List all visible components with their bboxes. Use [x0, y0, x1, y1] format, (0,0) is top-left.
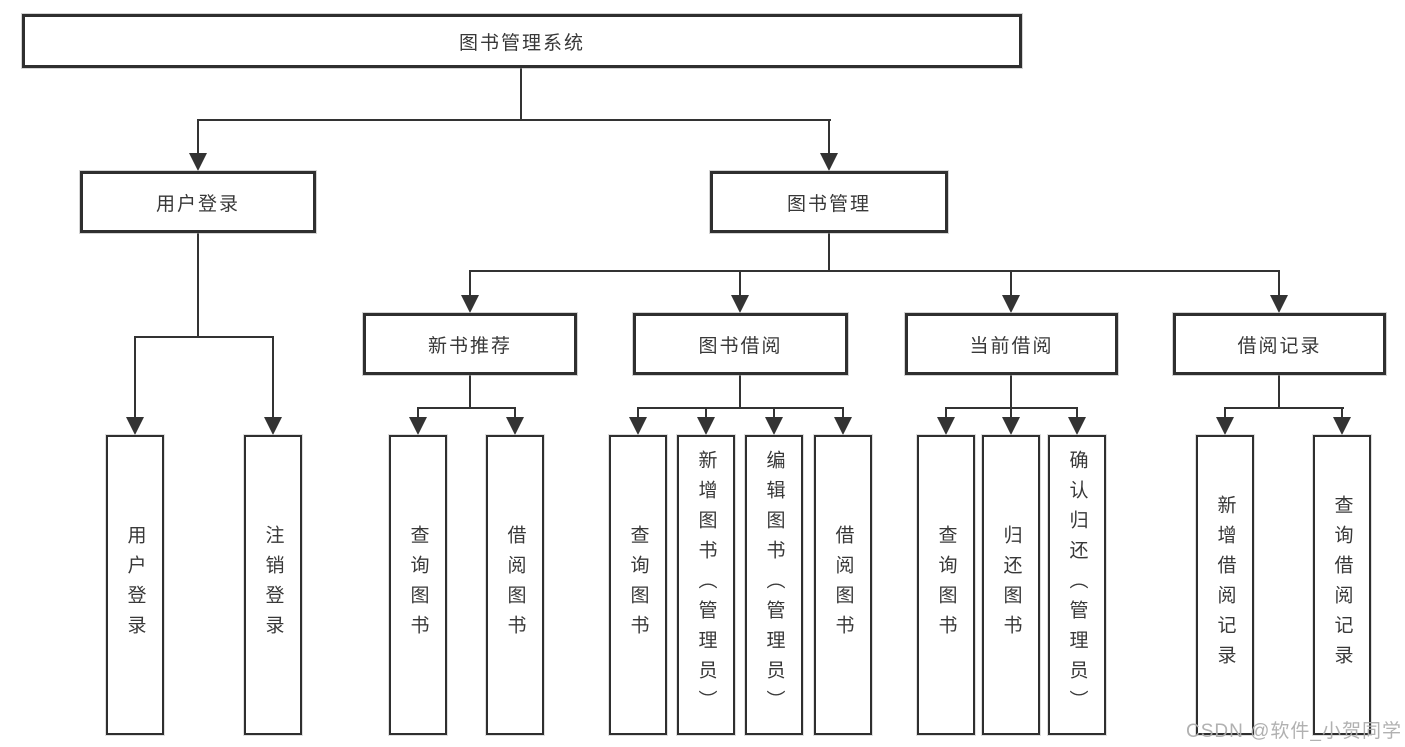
connector — [1010, 375, 1012, 408]
arrowhead-down-icon — [461, 295, 479, 313]
node-label: 图书借阅 — [698, 335, 783, 357]
arrowhead-down-icon — [409, 417, 427, 435]
connector — [197, 119, 199, 157]
connector — [197, 119, 831, 121]
node-return-books: 归还图书 — [982, 435, 1040, 735]
node-label: 注销登录 — [262, 525, 284, 645]
node-label: 当前借阅 — [969, 335, 1054, 357]
node-label: 归还图书 — [1000, 525, 1022, 645]
arrowhead-down-icon — [1333, 417, 1351, 435]
connector — [1010, 407, 1012, 421]
connector — [828, 119, 830, 157]
node-query-borrow-record: 查询借阅记录 — [1313, 435, 1371, 735]
node-label: 借阅记录 — [1237, 335, 1322, 357]
connector — [197, 233, 199, 337]
node-label: 图书管理 — [786, 193, 871, 215]
node-label: 借阅图书 — [832, 525, 854, 645]
connector — [637, 407, 639, 421]
connector — [520, 68, 522, 120]
connector — [828, 233, 830, 271]
node-label: 用户登录 — [155, 193, 240, 215]
arrowhead-down-icon — [820, 153, 838, 171]
arrowhead-down-icon — [1270, 295, 1288, 313]
connector — [1224, 407, 1344, 409]
node-borrow-books-borrowing: 借阅图书 — [814, 435, 872, 735]
connector — [842, 407, 844, 421]
connector — [773, 407, 775, 421]
csdn-watermark: CSDN @软件_小贺同学 — [1186, 721, 1402, 742]
connector — [1278, 270, 1280, 298]
node-label: 查询图书 — [627, 525, 649, 645]
node-borrow-books-recommend: 借阅图书 — [486, 435, 544, 735]
arrowhead-down-icon — [1002, 295, 1020, 313]
node-add-book-admin: 新增图书（管理员） — [677, 435, 735, 735]
node-label: 确认归还（管理员） — [1066, 450, 1088, 720]
node-library-management-system: 图书管理系统 — [22, 14, 1022, 68]
arrowhead-down-icon — [697, 417, 715, 435]
node-label: 图书管理系统 — [458, 32, 585, 54]
arrowhead-down-icon — [731, 295, 749, 313]
connector — [469, 270, 471, 298]
connector — [1076, 407, 1078, 421]
connector — [705, 407, 707, 421]
node-edit-book-admin: 编辑图书（管理员） — [745, 435, 803, 735]
connector — [1341, 407, 1343, 421]
connector — [739, 375, 741, 408]
connector — [417, 407, 516, 409]
connector — [945, 407, 947, 421]
connector — [134, 336, 274, 338]
connector — [637, 407, 844, 409]
node-label: 新增借阅记录 — [1214, 495, 1236, 675]
node-book-borrowing: 图书借阅 — [633, 313, 848, 375]
node-book-management: 图书管理 — [710, 171, 948, 233]
node-query-books-borrowing: 查询图书 — [609, 435, 667, 735]
arrowhead-down-icon — [126, 417, 144, 435]
connector — [1010, 270, 1012, 298]
connector — [417, 407, 419, 421]
node-user-login-leaf: 用户登录 — [106, 435, 164, 735]
connector — [1224, 407, 1226, 421]
node-label: 新书推荐 — [427, 335, 512, 357]
node-new-book-recommendation: 新书推荐 — [363, 313, 577, 375]
connector — [469, 270, 1280, 272]
node-label: 借阅图书 — [504, 525, 526, 645]
arrowhead-down-icon — [937, 417, 955, 435]
node-borrowing-records: 借阅记录 — [1173, 313, 1386, 375]
node-query-books-current: 查询图书 — [917, 435, 975, 735]
node-user-login: 用户登录 — [80, 171, 316, 233]
connector — [739, 270, 741, 298]
arrowhead-down-icon — [1068, 417, 1086, 435]
node-label: 用户登录 — [124, 525, 146, 645]
node-label: 查询借阅记录 — [1331, 495, 1353, 675]
arrowhead-down-icon — [629, 417, 647, 435]
node-current-borrowing: 当前借阅 — [905, 313, 1118, 375]
node-confirm-return-admin: 确认归还（管理员） — [1048, 435, 1106, 735]
connector — [469, 375, 471, 408]
arrowhead-down-icon — [1216, 417, 1234, 435]
connector — [1278, 375, 1280, 408]
node-logout: 注销登录 — [244, 435, 302, 735]
node-label: 编辑图书（管理员） — [763, 450, 785, 720]
connector — [134, 336, 136, 420]
node-add-borrow-record: 新增借阅记录 — [1196, 435, 1254, 735]
node-query-books-recommend: 查询图书 — [389, 435, 447, 735]
arrowhead-down-icon — [264, 417, 282, 435]
arrowhead-down-icon — [834, 417, 852, 435]
connector — [272, 336, 274, 420]
arrowhead-down-icon — [189, 153, 207, 171]
node-label: 查询图书 — [407, 525, 429, 645]
arrowhead-down-icon — [1002, 417, 1020, 435]
node-label: 查询图书 — [935, 525, 957, 645]
arrowhead-down-icon — [506, 417, 524, 435]
arrowhead-down-icon — [765, 417, 783, 435]
node-label: 新增图书（管理员） — [695, 450, 717, 720]
connector — [514, 407, 516, 421]
